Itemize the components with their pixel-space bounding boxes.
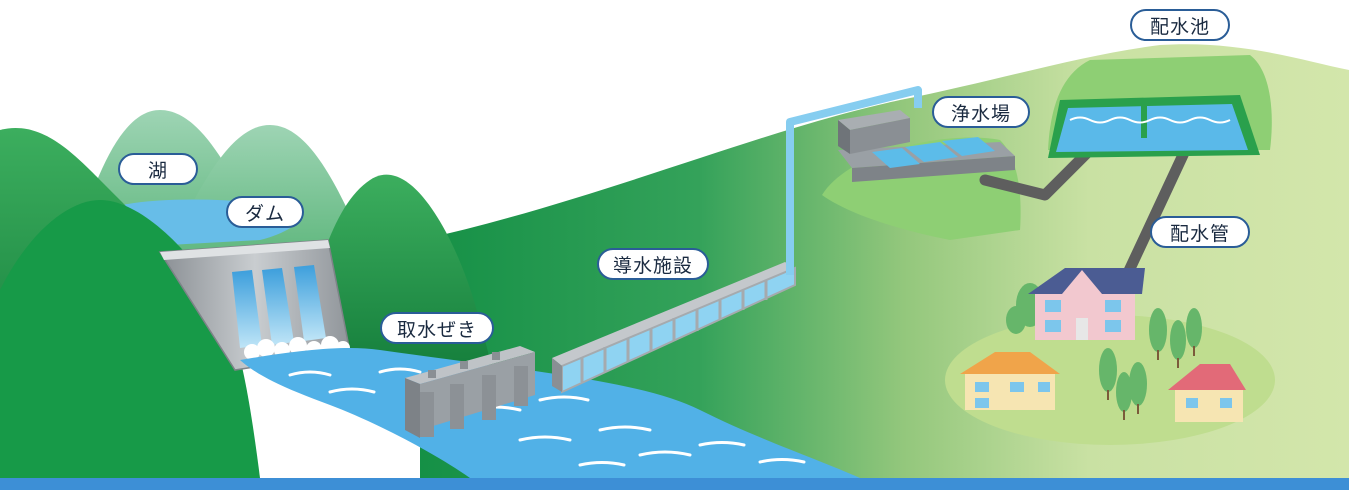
spillway-3 [294,265,326,341]
label-dam: ダム [226,196,304,228]
label-reservoir: 配水池 [1130,9,1230,41]
spillway-1 [232,270,262,348]
label-purification-plant: 浄水場 [932,96,1030,128]
label-intake-weir: 取水ぜき [380,312,494,344]
label-lake: 湖 [118,153,198,185]
headrace-channel [552,262,796,394]
house-red [1168,364,1246,422]
purification-plant [838,110,1015,182]
distribution-reservoir [1048,55,1272,158]
conveyance-pipe [786,86,922,275]
pipe-plant-to-reservoir [979,134,1106,201]
intake-weir [405,346,535,438]
house-pink [1028,268,1145,340]
label-distribution-pipe: 配水管 [1150,216,1250,248]
spillway-2 [262,268,294,345]
dam-top [160,240,330,260]
ground-strip [0,478,1349,490]
headrace-dividers [580,280,768,382]
distribution-pipe [1114,134,1196,296]
house-orange [960,352,1060,410]
tree-trunks [1107,346,1195,420]
label-headrace: 導水施設 [597,248,709,280]
